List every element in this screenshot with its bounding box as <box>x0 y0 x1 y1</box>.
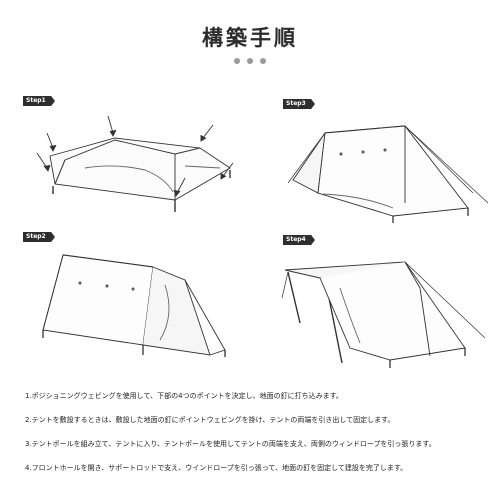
step1-illustration <box>25 108 245 223</box>
step1-label: Step1 <box>23 96 55 106</box>
instruction-2: 2.テントを敷設するときは、敷設した地面の釘にポイントウェビングを掛け、テントの… <box>25 416 395 424</box>
step3-illustration <box>283 108 493 228</box>
step3-label: Step3 <box>283 99 315 109</box>
instruction-1: 1.ポジショニングウェビングを使用して、下部の4つのポイントを決定し、地面の釘に… <box>25 392 343 400</box>
pagination-dots <box>0 58 500 64</box>
instruction-3: 3.テントポールを組み立て、テントに入り、テントポールを使用してテントの両端を支… <box>25 440 436 448</box>
page-title: 構築手順 <box>202 26 298 50</box>
instruction-4: 4.フロントホールを開き、サポートロッドで支え、ウインドロープを引っ張って、地面… <box>25 464 408 472</box>
step4-label: Step4 <box>283 235 315 245</box>
step2-label: Step2 <box>23 232 55 242</box>
instructions-list: 1.ポジショニングウェビングを使用して、下部の4つのポイントを決定し、地面の釘に… <box>25 392 485 488</box>
dot-2 <box>247 58 253 64</box>
dot-3 <box>260 58 266 64</box>
step2-illustration <box>25 245 240 370</box>
step4-illustration <box>280 248 495 373</box>
dot-1 <box>234 58 240 64</box>
